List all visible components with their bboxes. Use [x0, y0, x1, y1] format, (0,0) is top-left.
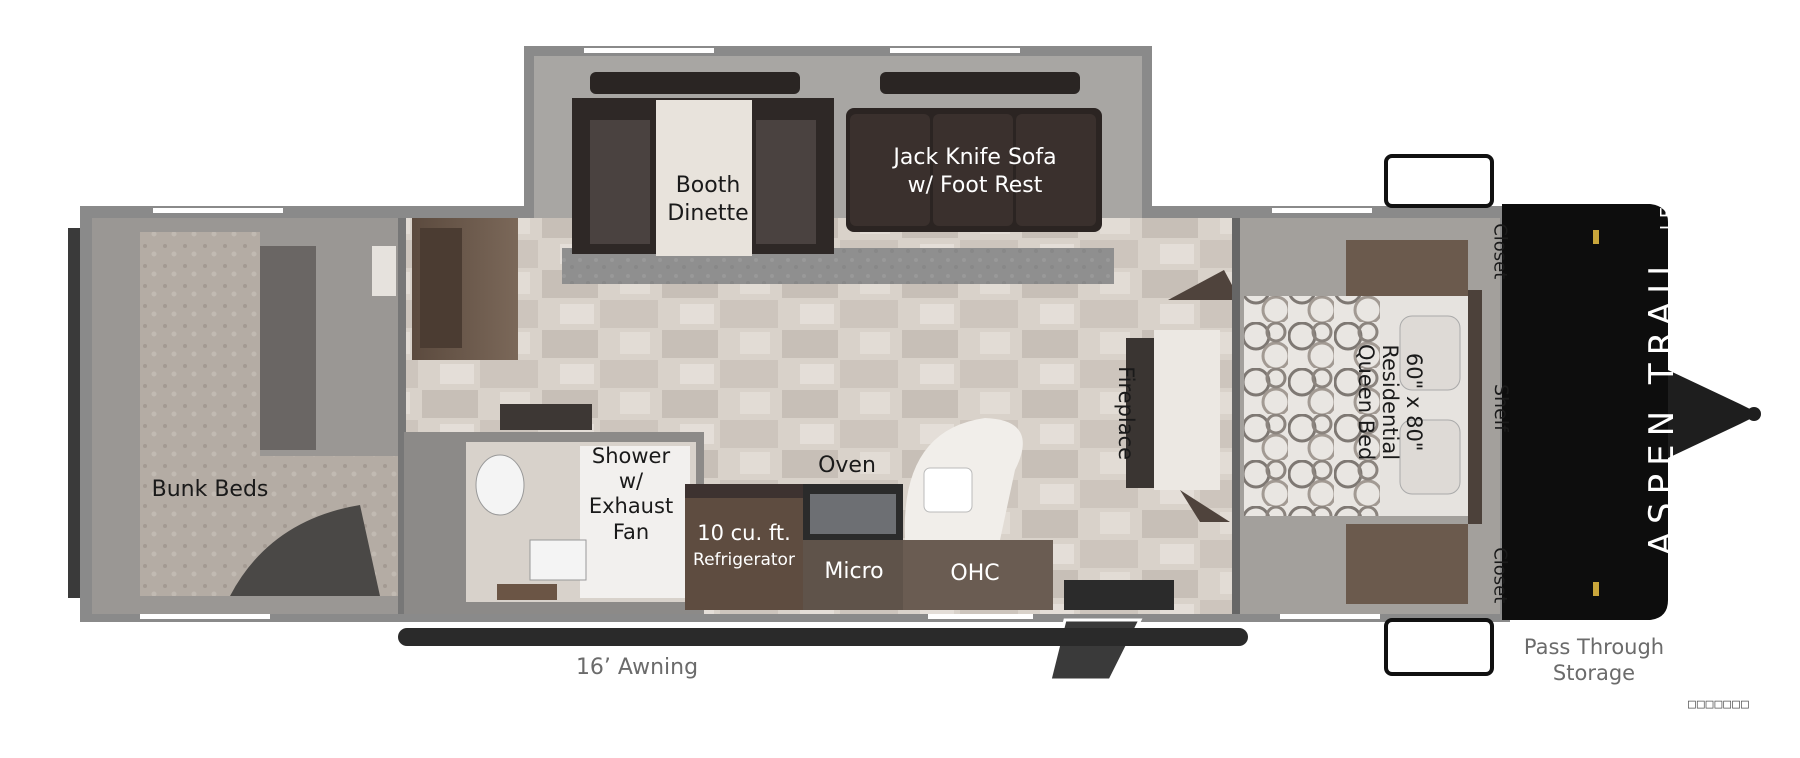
label-bunk-beds: Bunk Beds [151, 477, 269, 502]
label-closet-top: Closet [1489, 223, 1511, 280]
label-closet-bottom: Closet [1489, 547, 1511, 604]
fireplace-unit [1126, 270, 1240, 522]
label-queen-bed: 60" x 80" Residential Queen Bed [1353, 344, 1427, 461]
label-shelf: Shelf [1489, 383, 1512, 432]
bedroom [1232, 218, 1500, 614]
label-ohc: OHC [950, 561, 1000, 586]
label-fireplace: Fireplace [1114, 366, 1139, 461]
label-shower: Shower w/ Exhaust Fan [588, 444, 674, 544]
label-jack-knife-sofa: Jack Knife Sofa w/ Foot Rest [893, 145, 1057, 198]
bunk-room [92, 218, 406, 614]
storage-door-top [1384, 154, 1494, 208]
label-booth-dinette: Booth Dinette [667, 173, 749, 226]
label-micro: Micro [824, 559, 884, 584]
awning-bar [398, 628, 1248, 646]
label-refrigerator-size: 10 cu. ft. [697, 521, 791, 545]
front-cap [1502, 204, 1761, 620]
label-refrigerator: Refrigerator [693, 550, 795, 570]
storage-door-bottom [1384, 618, 1494, 676]
model-code: □□□□□□□ [1688, 697, 1750, 712]
brand-line-1: ASPEN TRAIL [1641, 248, 1682, 556]
kitchen [685, 418, 1053, 610]
label-awning: 16’ Awning [575, 655, 699, 680]
label-pass-through-storage: Pass Through Storage [1523, 635, 1665, 686]
label-oven: Oven [818, 453, 876, 478]
slide-out-furniture [562, 72, 1114, 284]
brand-line-2: LE [1656, 204, 1678, 231]
brand-logo: ASPEN TRAIL LE [1641, 205, 1684, 556]
bathroom [404, 404, 704, 614]
